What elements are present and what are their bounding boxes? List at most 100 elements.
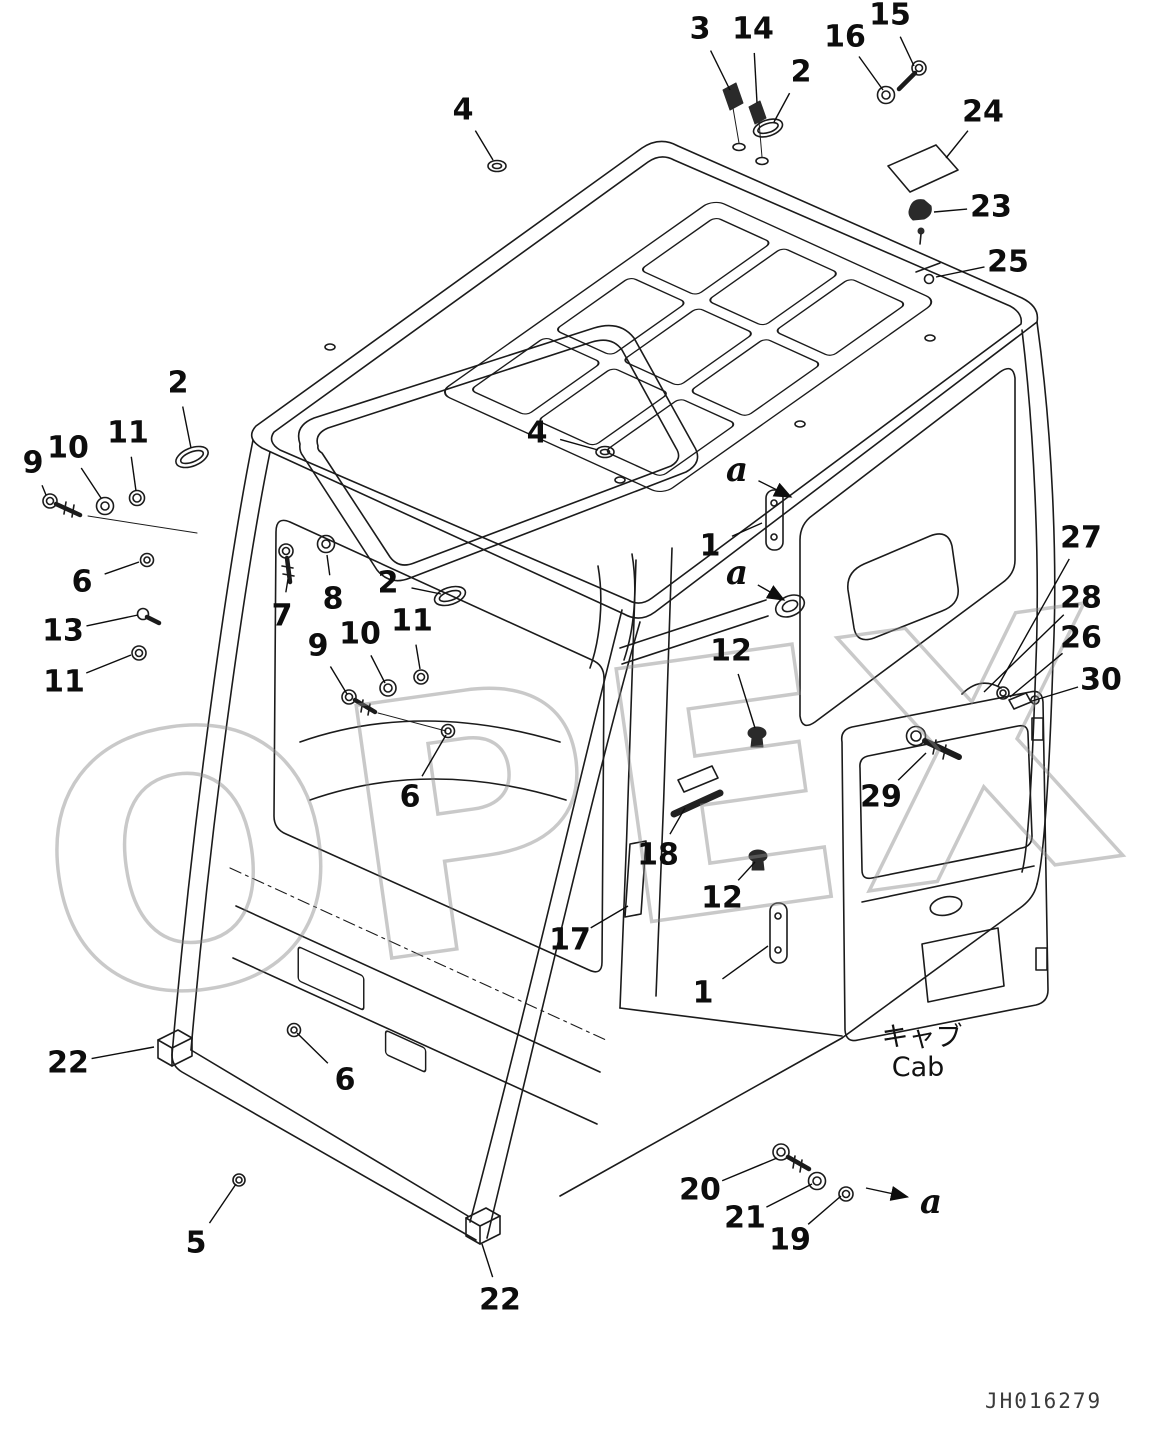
leader-line [721, 1157, 778, 1182]
latch-plate-lower [769, 902, 788, 964]
callout-18: 18 [637, 807, 686, 873]
leader-line [899, 36, 915, 67]
leader-line [370, 655, 386, 684]
callout-label-1: 1 [700, 529, 721, 564]
callout-20: 20 [679, 1157, 778, 1208]
windshield-opening [297, 324, 699, 582]
leader-line [285, 578, 289, 593]
callout-label-a: a [920, 1182, 942, 1222]
callout-30: 30 [1031, 663, 1122, 702]
callout-label-22: 22 [47, 1046, 89, 1081]
callout-15: 15 [869, 0, 915, 67]
strip-part [624, 840, 647, 918]
leader-line [997, 558, 1070, 687]
leader-line [773, 92, 791, 123]
callout-25: 25 [935, 245, 1029, 280]
leader-line [326, 554, 331, 576]
callout-label-9: 9 [308, 629, 329, 664]
callout-label-3: 3 [690, 12, 711, 47]
callout-a: a [865, 1182, 942, 1222]
leader-line [590, 905, 629, 929]
leader-line [935, 266, 985, 278]
leader-line [415, 644, 421, 670]
leader-line [865, 1186, 910, 1201]
leader-line [766, 1183, 813, 1208]
callout-19: 19 [769, 1195, 842, 1258]
leader-line [85, 654, 132, 674]
callout-1: 1 [700, 522, 763, 564]
callout-label-24: 24 [962, 95, 1004, 130]
callout-label-5: 5 [186, 1226, 207, 1261]
callout-label-16: 16 [824, 20, 866, 55]
callout-5: 5 [186, 1183, 237, 1261]
leader-line [945, 130, 969, 159]
leader-line [858, 56, 884, 91]
callout-label-6: 6 [400, 780, 421, 815]
callout-23: 23 [933, 190, 1012, 225]
callout-29: 29 [860, 752, 927, 815]
callout-label-28: 28 [1060, 581, 1102, 616]
callout-label-11: 11 [107, 416, 149, 451]
watermark-text: OPEX [14, 532, 1147, 1087]
callout-11: 11 [107, 416, 149, 492]
callout-label-11: 11 [391, 604, 433, 639]
grommets [747, 726, 768, 871]
leader-line [757, 584, 786, 601]
callout-6: 6 [296, 1032, 355, 1098]
leader-line [41, 484, 47, 496]
leader-line [1031, 686, 1079, 702]
callout-label-7: 7 [272, 599, 293, 634]
callout-label-8: 8 [323, 582, 344, 617]
callout-label-29: 29 [860, 780, 902, 815]
leader-line [91, 1046, 155, 1060]
callout-2: 2 [378, 566, 442, 601]
leader-line [104, 561, 140, 575]
callout-label-25: 25 [987, 245, 1029, 280]
leader-line [669, 807, 686, 835]
callout-6: 6 [400, 734, 447, 815]
callout-3: 3 [690, 12, 731, 91]
rod-part [670, 789, 724, 818]
callout-22: 22 [47, 1046, 155, 1081]
callout-10: 10 [339, 617, 386, 684]
callout-label-12: 12 [701, 881, 743, 916]
callout-10: 10 [47, 431, 102, 499]
leader-line [737, 861, 756, 881]
leader-line [130, 456, 137, 492]
leader-line [296, 1032, 329, 1064]
callout-label-6: 6 [72, 565, 93, 600]
callout-22: 22 [479, 1243, 521, 1318]
callout-6: 6 [72, 561, 140, 600]
leader-line [80, 467, 102, 499]
callout-label-21: 21 [724, 1201, 766, 1236]
leader-line [737, 673, 756, 729]
callout-label-4: 4 [453, 93, 474, 128]
rear-side-window [799, 367, 1016, 727]
leader-line [897, 752, 927, 781]
callout-12: 12 [701, 861, 756, 916]
leader-line [731, 522, 763, 537]
callout-label-15: 15 [869, 0, 911, 33]
callout-label-10: 10 [339, 617, 381, 652]
callout-16: 16 [824, 20, 884, 91]
leader-line [983, 614, 1065, 693]
leader-line [722, 945, 769, 980]
callout-label-2: 2 [791, 55, 812, 90]
callout-label-11: 11 [43, 665, 85, 700]
callout-26: 26 [1009, 621, 1102, 698]
leader-line [411, 587, 442, 595]
callout-label-12: 12 [710, 634, 752, 669]
leader-line [86, 614, 139, 627]
callout-label-1: 1 [693, 976, 714, 1011]
callout-label-27: 27 [1060, 521, 1102, 556]
leader-line [182, 406, 192, 449]
callout-17: 17 [549, 905, 629, 958]
callout-9: 9 [23, 446, 47, 496]
leader-line [807, 1195, 842, 1225]
leader-line [753, 52, 758, 104]
callout-label-13: 13 [42, 614, 84, 649]
leader-line [559, 438, 599, 451]
leader-line [1009, 652, 1063, 698]
roof [250, 140, 1039, 619]
